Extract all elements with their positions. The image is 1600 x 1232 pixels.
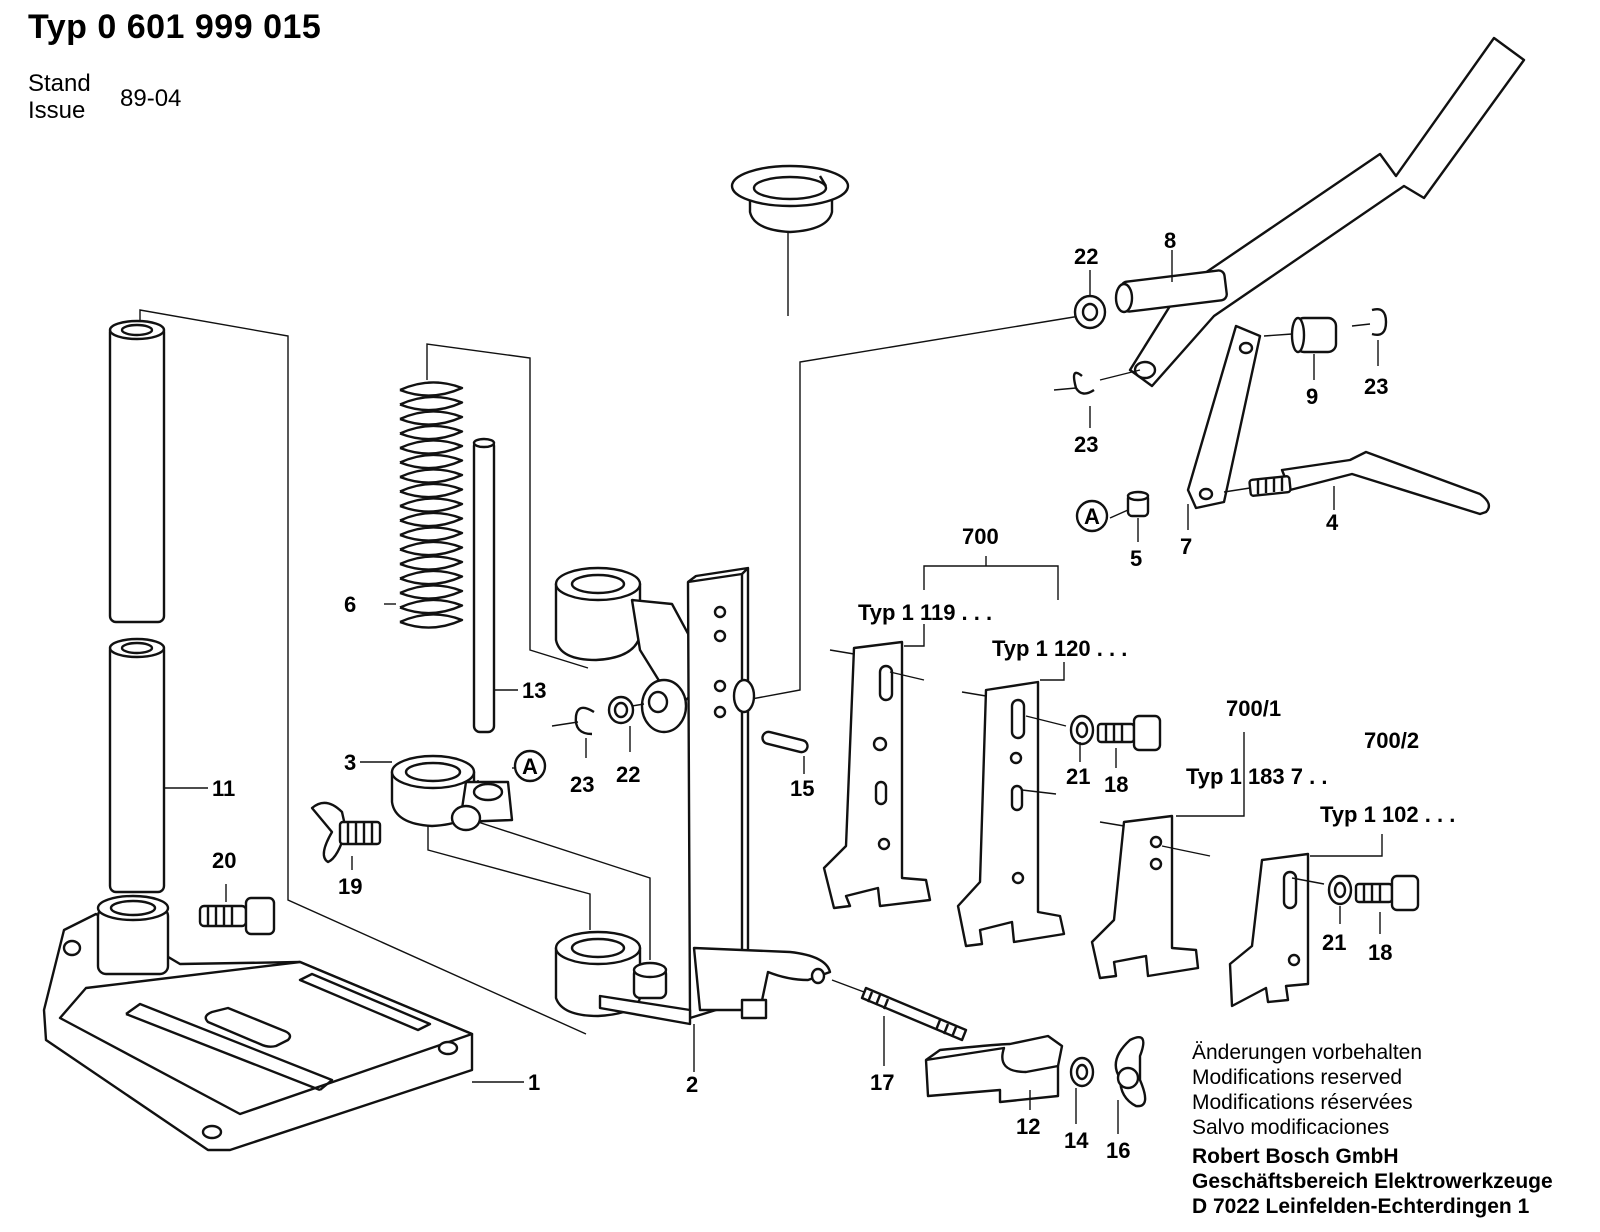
- part-label-19: 19: [338, 874, 362, 899]
- notice-line-es: Salvo modificaciones: [1192, 1116, 1390, 1139]
- variant-label-1119: Typ 1 119 . . .: [858, 600, 992, 625]
- adapter-bracket-1120: [956, 680, 1067, 948]
- part-12-clamp-jaw: [924, 1034, 1064, 1104]
- part-label-23-mid: 23: [1074, 432, 1098, 457]
- part-17-stud: [831, 979, 968, 1042]
- part-label-3: 3: [344, 750, 356, 775]
- group-brackets: [904, 556, 1383, 857]
- part-11-column: [108, 319, 166, 894]
- part-label-13: 13: [522, 678, 546, 703]
- modifications-notice: Änderungen vorbehalten Modifications res…: [1192, 1040, 1422, 1140]
- adapter-bracket-1119: [822, 640, 932, 910]
- company-name: Robert Bosch GmbH: [1192, 1145, 1399, 1168]
- leader-lines: [164, 250, 1381, 1134]
- lower-bearing: [554, 930, 692, 1026]
- issue-label: Issue: [28, 97, 86, 124]
- part-7-link: [1186, 324, 1262, 510]
- adapter-bracket-1183: [1090, 814, 1211, 980]
- part-6-spring: [399, 381, 464, 629]
- group-label-700: 700: [962, 524, 999, 549]
- part-label-23-left: 23: [570, 772, 594, 797]
- part-label-23-right: 23: [1364, 374, 1388, 399]
- part-19-wing-screw: [310, 801, 382, 864]
- variant-label-1120: Typ 1 120 . . .: [992, 636, 1127, 661]
- part-label-17: 17: [870, 1070, 894, 1095]
- stand-label: Stand: [28, 70, 91, 97]
- variant-label-1183: Typ 1 183 7 . .: [1186, 764, 1327, 789]
- callout-a-upper: A: [1084, 504, 1100, 529]
- part-3-clamp-collar: [390, 754, 514, 832]
- part-20-bolt: [198, 896, 276, 936]
- group-labels: 700 700/1 700/2 Typ 1 119 . . . Typ 1 12…: [858, 524, 1455, 827]
- part-14-washer: [1069, 1056, 1095, 1088]
- notice-line-en: Modifications reserved: [1192, 1066, 1403, 1089]
- part-13-rod: [472, 437, 496, 734]
- part-label-20: 20: [212, 848, 236, 873]
- variant-label-1102: Typ 1 102 . . .: [1320, 802, 1455, 827]
- callout-a-lower: A: [522, 754, 538, 779]
- part-label-15: 15: [790, 776, 814, 801]
- part-label-9: 9: [1306, 384, 1318, 409]
- part-9-roller: [1290, 316, 1338, 354]
- callout-a-lower-group: A: [513, 749, 547, 783]
- part-label-18-upper: 18: [1104, 772, 1128, 797]
- part-label-18-lower: 18: [1368, 940, 1392, 965]
- assembly-guide-lines: [139, 232, 1081, 1035]
- part-2-column-bracket: [686, 566, 832, 1020]
- part-label-11: 11: [212, 776, 235, 801]
- part-label-21-upper: 21: [1066, 764, 1090, 789]
- company-address: Robert Bosch GmbH Geschäftsbereich Elekt…: [1192, 1144, 1553, 1219]
- stand-issue-label: Stand Issue: [28, 70, 91, 124]
- company-division: Geschäftsbereich Elektrowerkzeuge: [1192, 1170, 1553, 1193]
- part-label-8: 8: [1164, 228, 1176, 253]
- part-label-22-right: 22: [1074, 244, 1098, 269]
- part-label-6: 6: [344, 592, 356, 617]
- callout-a-upper-group: A: [1075, 499, 1109, 533]
- notice-line-fr: Modifications réservées: [1192, 1091, 1413, 1114]
- part-8-lever: [1114, 36, 1526, 388]
- adapter-bracket-1102: [1228, 852, 1325, 1008]
- part-16-wing-nut: [1114, 1036, 1147, 1108]
- group-label-700-2: 700/2: [1364, 728, 1419, 753]
- part-label-22-left: 22: [616, 762, 640, 787]
- part-label-16: 16: [1106, 1138, 1130, 1163]
- notice-line-de: Änderungen vorbehalten: [1192, 1041, 1423, 1064]
- part-5-bushing: [1126, 490, 1150, 518]
- part-label-1: 1: [528, 1070, 540, 1095]
- part-21-18-set-lower: [1327, 874, 1420, 912]
- part-labels: 1 2 3 4 5 6 7 8 9 11 12 13 14 15 16 17 1…: [212, 228, 1392, 1163]
- part-label-21-lower: 21: [1322, 930, 1346, 955]
- part-label-14: 14: [1064, 1128, 1089, 1153]
- document-title: Typ 0 601 999 015: [28, 8, 322, 46]
- company-location: D 7022 Leinfelden-Echterdingen 1: [1192, 1195, 1530, 1218]
- part-1-base-plate: [42, 894, 474, 1152]
- part-21-18-set-upper: [1069, 714, 1162, 752]
- part-15-pin: [761, 730, 809, 754]
- part-label-12: 12: [1016, 1114, 1040, 1139]
- issue-value: 89-04: [120, 85, 182, 112]
- part-label-2: 2: [686, 1072, 698, 1097]
- part-label-7: 7: [1180, 534, 1192, 559]
- top-bushing: [730, 164, 850, 234]
- part-label-4: 4: [1326, 510, 1339, 535]
- part-label-5: 5: [1130, 546, 1142, 571]
- group-label-700-1: 700/1: [1226, 696, 1281, 721]
- washer-ring-group-left: [551, 695, 645, 736]
- part-4-handle: [1223, 450, 1491, 516]
